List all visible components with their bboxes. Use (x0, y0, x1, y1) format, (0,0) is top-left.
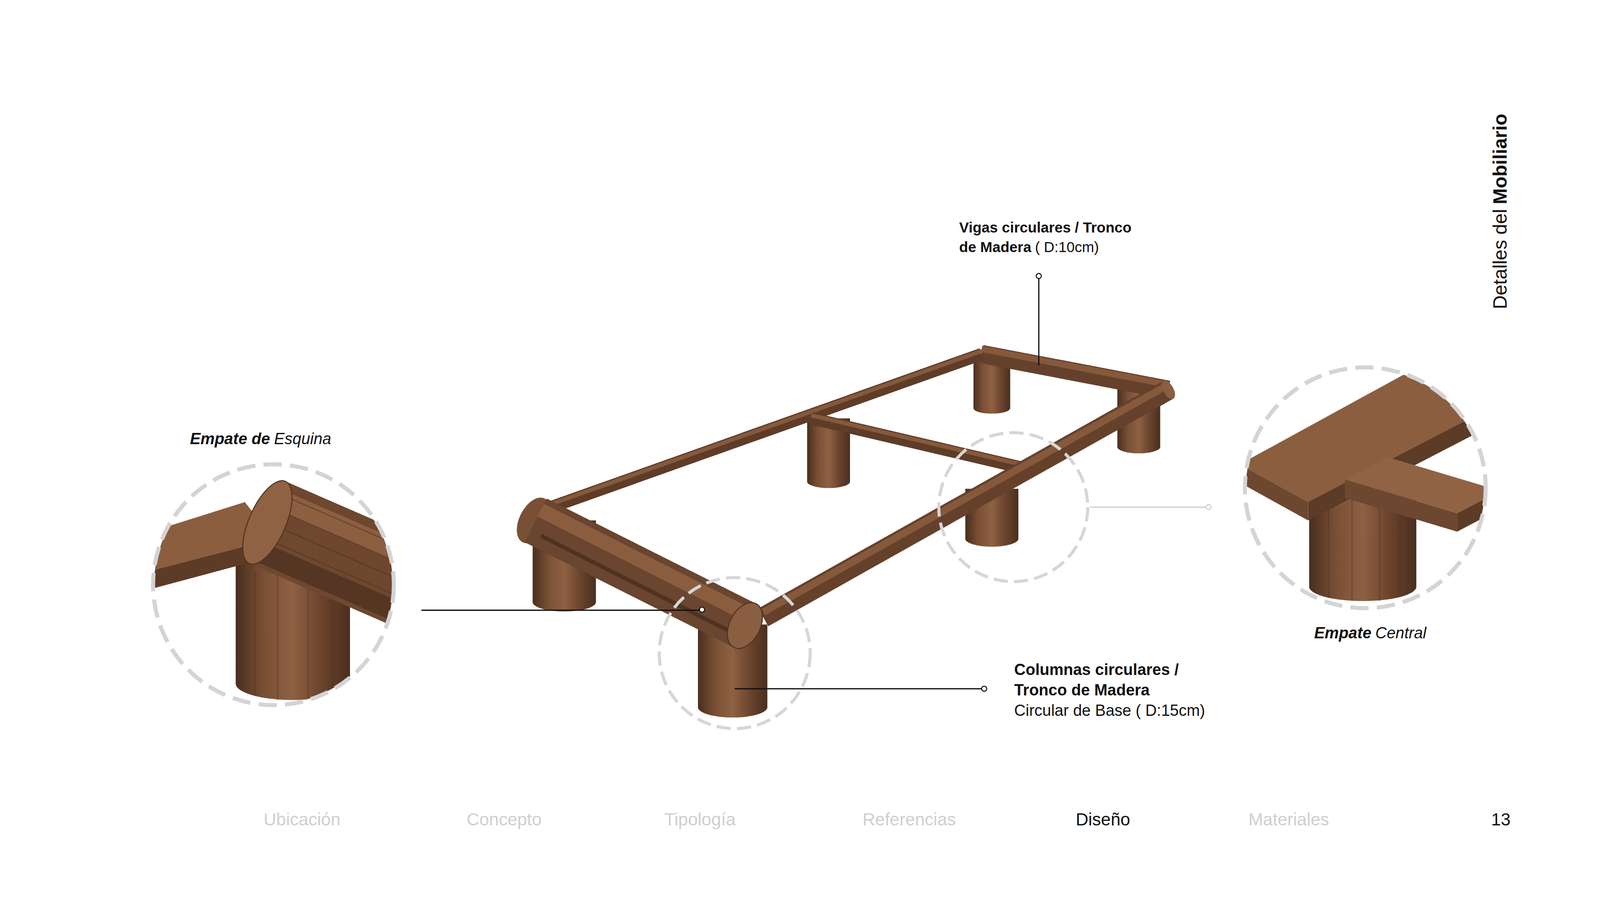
leader-line (1090, 506, 1207, 508)
callout-label: Columnas circulares / Tronco de Madera (1014, 659, 1210, 701)
beam-body (763, 390, 1169, 618)
nav-slot: Diseño (1075, 809, 1131, 830)
callout-group: Columnas circulares / Tronco de MaderaCi… (1014, 659, 1210, 721)
page-number: 13 (1491, 809, 1511, 830)
column-base (807, 475, 850, 488)
beam-highlight (811, 415, 1021, 465)
leader-line (1038, 278, 1040, 366)
dimension-note: ( D:10cm) (1035, 238, 1100, 255)
callout-group: Vigas circulares / Tronco de Madera( D:1… (959, 217, 1143, 257)
detail-title: Esquina (274, 430, 332, 448)
nav-item: Ubicación (263, 809, 341, 830)
beam-highlight (550, 350, 982, 504)
detail-title: Empate de (190, 430, 270, 448)
grain-line (277, 571, 278, 700)
page-title: Mobiliario (1489, 113, 1511, 205)
leader-dot (699, 607, 705, 613)
detail-marker (659, 577, 810, 729)
beam-body (550, 354, 982, 508)
central-detail (1240, 368, 1500, 608)
plank-end (1240, 464, 1309, 521)
beam-highlight (981, 349, 1169, 385)
log-shadow (255, 550, 396, 612)
leader-dot (981, 686, 987, 692)
front-log (510, 492, 770, 655)
detail-marker (938, 432, 1088, 582)
nav-item: Materiales (1248, 809, 1330, 830)
log-highlight (540, 510, 745, 613)
grain-line (267, 522, 407, 583)
leader-line (734, 688, 982, 690)
column-base (532, 592, 596, 612)
corner-detail (147, 465, 419, 705)
beam (763, 378, 1178, 618)
detail-title: Empate (1314, 624, 1372, 642)
detail-frame (152, 464, 394, 705)
detail-title-group: Empate deEsquina (190, 429, 332, 449)
nav-slot: Materiales (1248, 809, 1330, 830)
nav-slot: Ubicación (263, 809, 341, 830)
log-end (720, 596, 770, 655)
beam (981, 349, 1169, 390)
nav-slot: Tipología (664, 809, 736, 830)
beam-body (811, 418, 1021, 468)
grain-line (307, 571, 309, 700)
nav-item: Concepto (466, 809, 542, 830)
dimension-note: Circular de Base ( D:15cm) (1014, 700, 1210, 721)
leader-dot (1206, 504, 1212, 510)
nav-slot: Concepto (466, 809, 542, 830)
nav-item: Referencias (862, 809, 956, 830)
beam (550, 350, 982, 508)
log-end (232, 473, 303, 571)
beam (811, 415, 1021, 468)
log-highlight (277, 499, 419, 561)
column-base (965, 530, 1019, 547)
leader-dot (1036, 273, 1042, 279)
grain-line (261, 536, 400, 597)
nav-item: Diseño (1075, 809, 1131, 830)
detail-title-group: EmpateCentral (1314, 623, 1427, 643)
detail-frame (1245, 367, 1486, 609)
column-base (973, 402, 1010, 414)
nav-item: Tipología (664, 809, 736, 830)
nav-slot: Referencias (862, 809, 956, 830)
beam-highlight (763, 384, 1169, 613)
beam-body (981, 354, 1169, 390)
nav-slot: 13 (1491, 809, 1511, 830)
column-base (1117, 440, 1161, 454)
page-title: Detalles del (1489, 209, 1511, 310)
detail-title: Central (1375, 624, 1427, 642)
grain-line (1351, 490, 1353, 602)
plank-end (1345, 479, 1458, 532)
grain-line (279, 493, 419, 554)
page-title-group: Detalles del Mobiliario (1488, 113, 1512, 310)
grain-line (254, 571, 256, 696)
column-base (697, 696, 768, 718)
leader-line (421, 609, 700, 611)
beam-end (1158, 378, 1178, 402)
log-shadow (540, 535, 745, 639)
